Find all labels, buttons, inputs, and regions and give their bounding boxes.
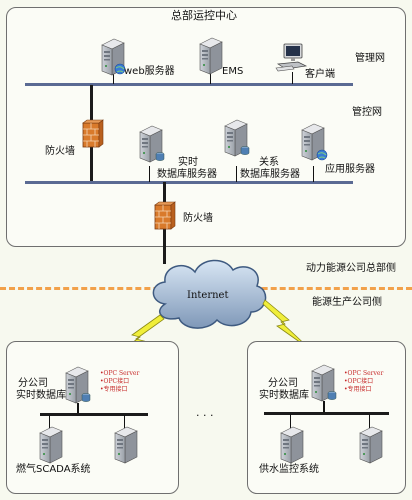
- web-server-icon: [101, 38, 126, 76]
- branch-right-node-2-icon: [359, 426, 383, 464]
- client-computer-icon: [275, 43, 308, 72]
- branch-left-opc-1: •OPC Server: [100, 370, 140, 377]
- ems-label: EMS: [222, 66, 244, 77]
- app-server-icon: [301, 123, 328, 161]
- branch-right-node-1-link: [290, 414, 291, 428]
- branch-left-panel: [6, 341, 179, 494]
- realtime-db-server-icon: [139, 125, 165, 163]
- relational-db-label-1: 关系: [259, 157, 279, 168]
- branch-left-db-server-icon: [65, 366, 91, 404]
- internet-label: Internet: [187, 290, 229, 301]
- branch-right-node-2-link: [369, 414, 370, 428]
- branch-left-opc-3: •专用接口: [100, 386, 128, 393]
- branch-left-db-link: [77, 403, 79, 414]
- app-server-link: [313, 166, 314, 182]
- realtime-db-label-2: 数据库服务器: [157, 169, 217, 180]
- relational-db-link: [236, 166, 237, 182]
- branch-left-bus: [40, 413, 148, 416]
- app-server-label: 应用服务器: [325, 164, 375, 175]
- client-label: 客户端: [305, 69, 335, 80]
- branch-left-name-1: 分公司: [18, 378, 48, 389]
- web-server-link: [113, 74, 114, 84]
- realtime-db-label-1: 实时: [178, 157, 198, 168]
- lightning-right-icon: [262, 299, 312, 351]
- branch-left-name-2: 实时数据库: [16, 390, 66, 401]
- hq-title: 总部运控中心: [171, 9, 237, 22]
- branch-right-opc-1: •OPC Server: [344, 370, 384, 377]
- branch-right-system-label: 供水监控系统: [259, 464, 319, 475]
- ems-server-icon: [199, 37, 223, 75]
- firewall-icon-1: [82, 119, 104, 148]
- net-management-label: 管理网: [355, 53, 385, 64]
- firewall-icon-2: [154, 201, 176, 230]
- management-bus: [25, 83, 353, 86]
- branch-right-name-1: 分公司: [268, 378, 298, 389]
- branch-right-name-2: 实时数据库: [259, 390, 309, 401]
- branch-left-system-label: 燃气SCADA系统: [16, 464, 91, 475]
- branch-right-db-server-icon: [311, 364, 337, 402]
- branch-right-bus: [264, 412, 389, 415]
- realtime-db-link: [149, 166, 150, 182]
- branch-left-node-1-link: [49, 415, 50, 429]
- client-link: [292, 72, 293, 84]
- branch-left-node-2-link: [124, 415, 125, 429]
- relational-db-label-2: 数据库服务器: [240, 169, 300, 180]
- firewall-label-1: 防火墙: [45, 146, 75, 157]
- internet-cloud-icon: [152, 259, 267, 329]
- web-server-label: web服务器: [124, 66, 175, 77]
- branch-left-opc-2: •OPC接口: [100, 378, 130, 385]
- ems-link: [210, 72, 211, 84]
- branch-left-node-2-icon: [114, 426, 138, 464]
- hq-side-label: 动力能源公司总部侧: [306, 263, 396, 274]
- control-bus: [25, 181, 353, 184]
- branch-right-opc-2: •OPC接口: [344, 378, 374, 385]
- ellipsis: · · ·: [196, 409, 214, 422]
- net-control-label: 管控网: [352, 107, 382, 118]
- branch-right-node-1-icon: [280, 426, 304, 464]
- production-side-label: 能源生产公司侧: [312, 297, 382, 308]
- branch-right-opc-3: •专用接口: [344, 386, 372, 393]
- relational-db-server-icon: [224, 119, 250, 157]
- branch-left-node-1-icon: [39, 426, 63, 464]
- branch-right-db-link: [323, 401, 325, 413]
- firewall-label-2: 防火墙: [183, 213, 213, 224]
